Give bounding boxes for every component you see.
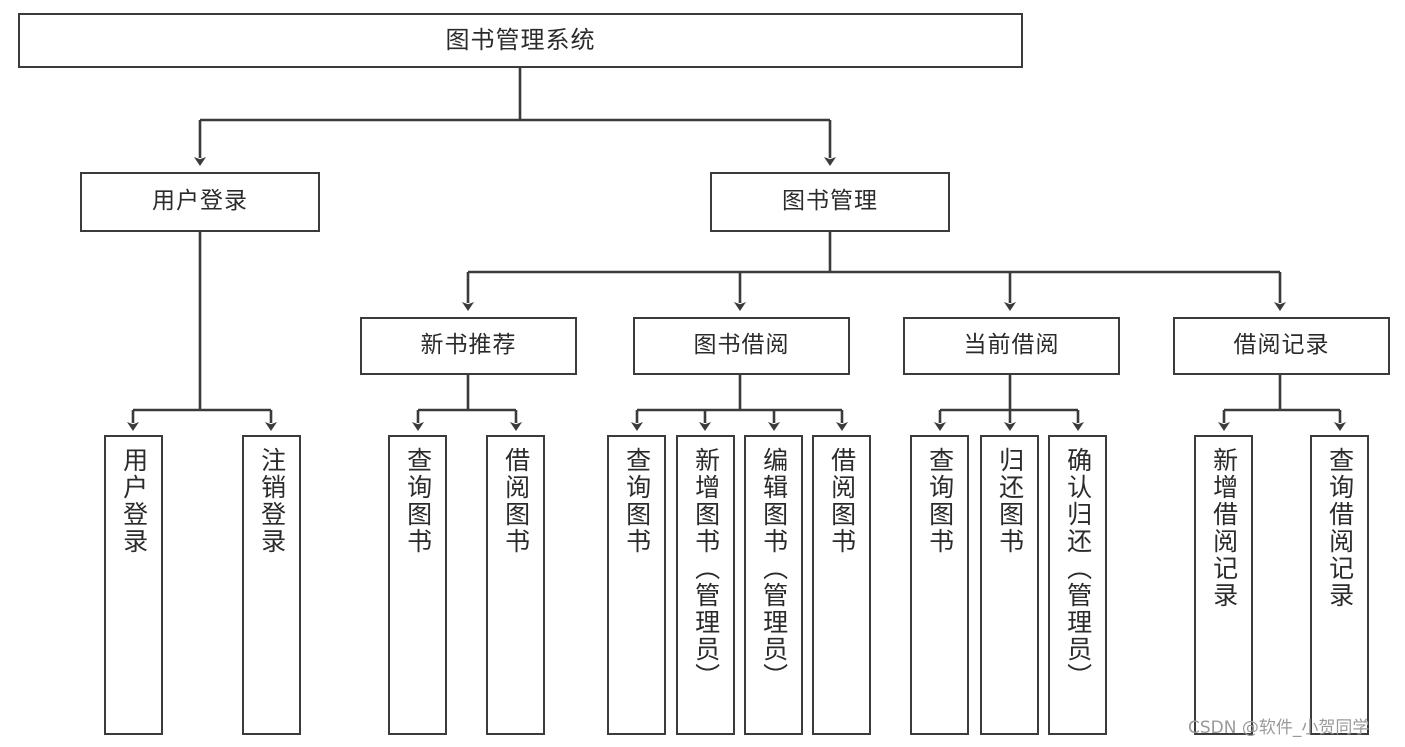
leaf-add-record[interactable]: 新增借阅记录: [1194, 435, 1253, 735]
csdn-watermark: CSDN @软件_小贺同学: [1188, 718, 1370, 738]
leaf-confirm-return-label: 确认归还（管理员）: [1063, 447, 1093, 690]
leaf-query-record-label: 查询借阅记录: [1325, 447, 1355, 609]
leaf-borrow-book-2[interactable]: 借阅图书: [812, 435, 871, 735]
leaf-add-record-label: 新增借阅记录: [1209, 447, 1239, 609]
node-user-login-label: 用户登录: [152, 188, 248, 215]
node-root[interactable]: 图书管理系统: [18, 13, 1023, 68]
leaf-query-book-3[interactable]: 查询图书: [910, 435, 969, 735]
node-book-manage[interactable]: 图书管理: [710, 172, 950, 232]
leaf-edit-book[interactable]: 编辑图书（管理员）: [744, 435, 803, 735]
leaf-query-book-1-label: 查询图书: [403, 447, 433, 555]
node-root-label: 图书管理系统: [445, 26, 596, 55]
node-book-borrow[interactable]: 图书借阅: [633, 317, 850, 375]
node-new-book-recommend-label: 新书推荐: [420, 332, 517, 359]
leaf-user-login-label: 用户登录: [119, 447, 149, 555]
node-borrow-record-label: 借阅记录: [1233, 332, 1330, 359]
leaf-query-book-3-label: 查询图书: [925, 447, 955, 555]
node-book-manage-label: 图书管理: [782, 188, 878, 215]
leaf-query-book-2-label: 查询图书: [622, 447, 652, 555]
leaf-logout-label: 注销登录: [257, 447, 287, 555]
node-user-login[interactable]: 用户登录: [80, 172, 320, 232]
leaf-edit-book-label: 编辑图书（管理员）: [759, 447, 789, 690]
leaf-query-book-1[interactable]: 查询图书: [388, 435, 447, 735]
node-current-borrow-label: 当前借阅: [963, 332, 1060, 359]
leaf-return-book-label: 归还图书: [995, 447, 1025, 555]
leaf-query-record[interactable]: 查询借阅记录: [1310, 435, 1369, 735]
leaf-confirm-return[interactable]: 确认归还（管理员）: [1048, 435, 1107, 735]
leaf-borrow-book-1[interactable]: 借阅图书: [486, 435, 545, 735]
node-book-borrow-label: 图书借阅: [693, 332, 790, 359]
leaf-logout[interactable]: 注销登录: [242, 435, 301, 735]
leaf-query-book-2[interactable]: 查询图书: [607, 435, 666, 735]
leaf-add-book[interactable]: 新增图书（管理员）: [676, 435, 735, 735]
node-current-borrow[interactable]: 当前借阅: [903, 317, 1120, 375]
leaf-user-login[interactable]: 用户登录: [104, 435, 163, 735]
leaf-borrow-book-2-label: 借阅图书: [827, 447, 857, 555]
leaf-return-book[interactable]: 归还图书: [980, 435, 1039, 735]
node-new-book-recommend[interactable]: 新书推荐: [360, 317, 577, 375]
leaf-borrow-book-1-label: 借阅图书: [501, 447, 531, 555]
leaf-add-book-label: 新增图书（管理员）: [691, 447, 721, 690]
node-borrow-record[interactable]: 借阅记录: [1173, 317, 1390, 375]
